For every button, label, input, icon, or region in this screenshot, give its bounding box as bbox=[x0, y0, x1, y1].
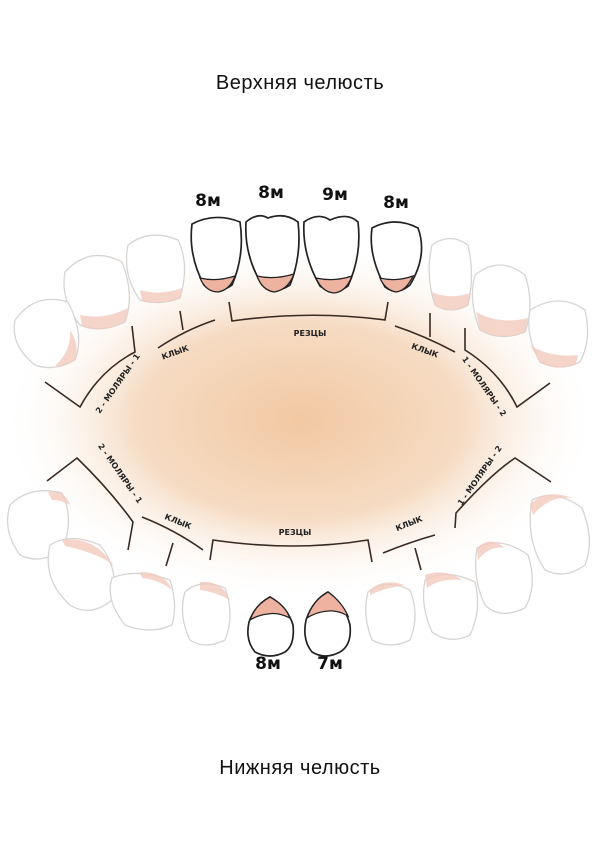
lower-jaw-title: Нижняя челюсть bbox=[219, 757, 381, 779]
upper-tooth-1-age: 8м bbox=[195, 191, 221, 211]
upper-brackets bbox=[44, 301, 551, 409]
lower-tooth-2-age: 7м bbox=[317, 654, 343, 674]
lower-incisors-label: РЕЗЦЫ bbox=[279, 528, 312, 537]
upper-tooth-4 bbox=[370, 221, 423, 292]
upper-incisors-label: РЕЗЦЫ bbox=[294, 329, 327, 338]
lower-faded-teeth bbox=[6, 490, 590, 646]
upper-tooth-3 bbox=[302, 215, 360, 292]
lower-brackets bbox=[46, 456, 552, 571]
upper-tooth-3-age: 9м bbox=[322, 185, 348, 205]
upper-faded-teeth bbox=[13, 234, 589, 369]
upper-tooth-4-age: 8м bbox=[383, 193, 409, 213]
lower-erupted-teeth bbox=[247, 590, 352, 657]
upper-erupted-teeth bbox=[190, 214, 423, 294]
upper-tooth-2-age: 8м bbox=[258, 183, 284, 203]
lower-tooth-1-age: 8м bbox=[255, 654, 281, 674]
upper-jaw-title: Верхняя челюсть bbox=[215, 72, 385, 94]
upper-tooth-1 bbox=[190, 216, 243, 291]
